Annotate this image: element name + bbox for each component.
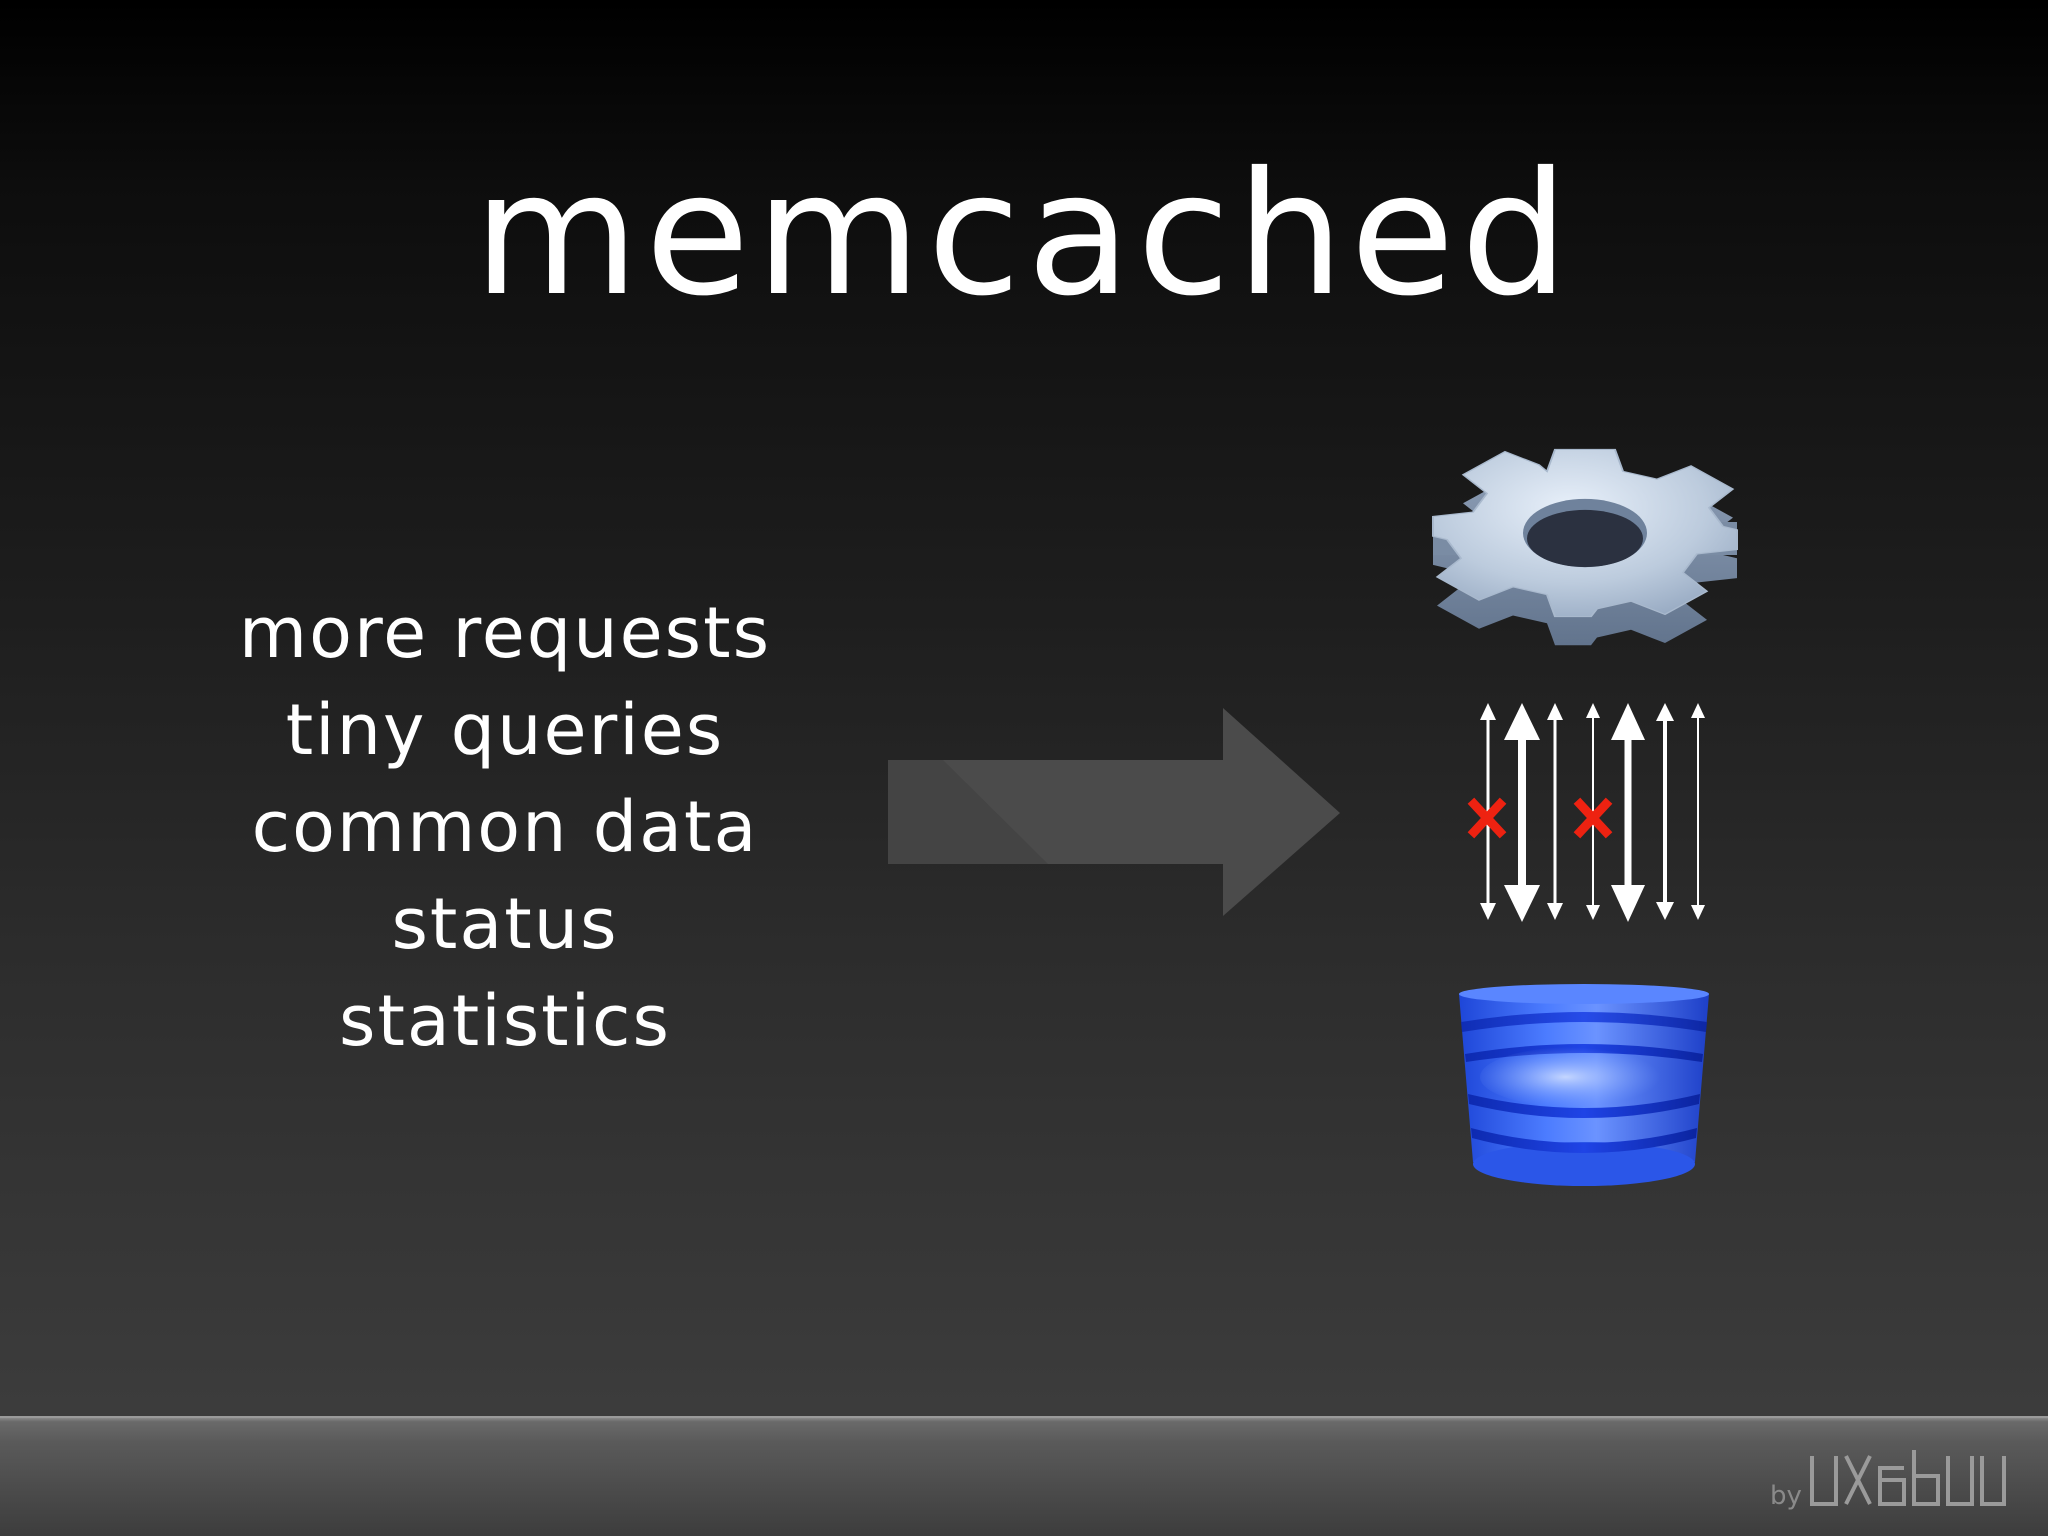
uxebu-logo (1810, 1450, 2006, 1506)
gear-icon (1432, 448, 1738, 646)
footer-by-label: by (1770, 1481, 1802, 1511)
bullet-item: common data (251, 786, 759, 868)
arrow-right-icon (888, 708, 1340, 916)
bullet-item: status (391, 883, 619, 965)
traffic-arrows-icon (1467, 703, 1705, 922)
cross-mark-icon (1467, 797, 1613, 839)
slide-title: memcached (473, 136, 1575, 334)
database-icon (1459, 984, 1709, 1186)
footer-bar (0, 1416, 2048, 1536)
bullet-item: more requests (238, 592, 772, 674)
bullet-list: more requests tiny queries common data s… (200, 585, 810, 1070)
bullet-item: statistics (338, 980, 672, 1062)
bullet-item: tiny queries (285, 689, 725, 771)
